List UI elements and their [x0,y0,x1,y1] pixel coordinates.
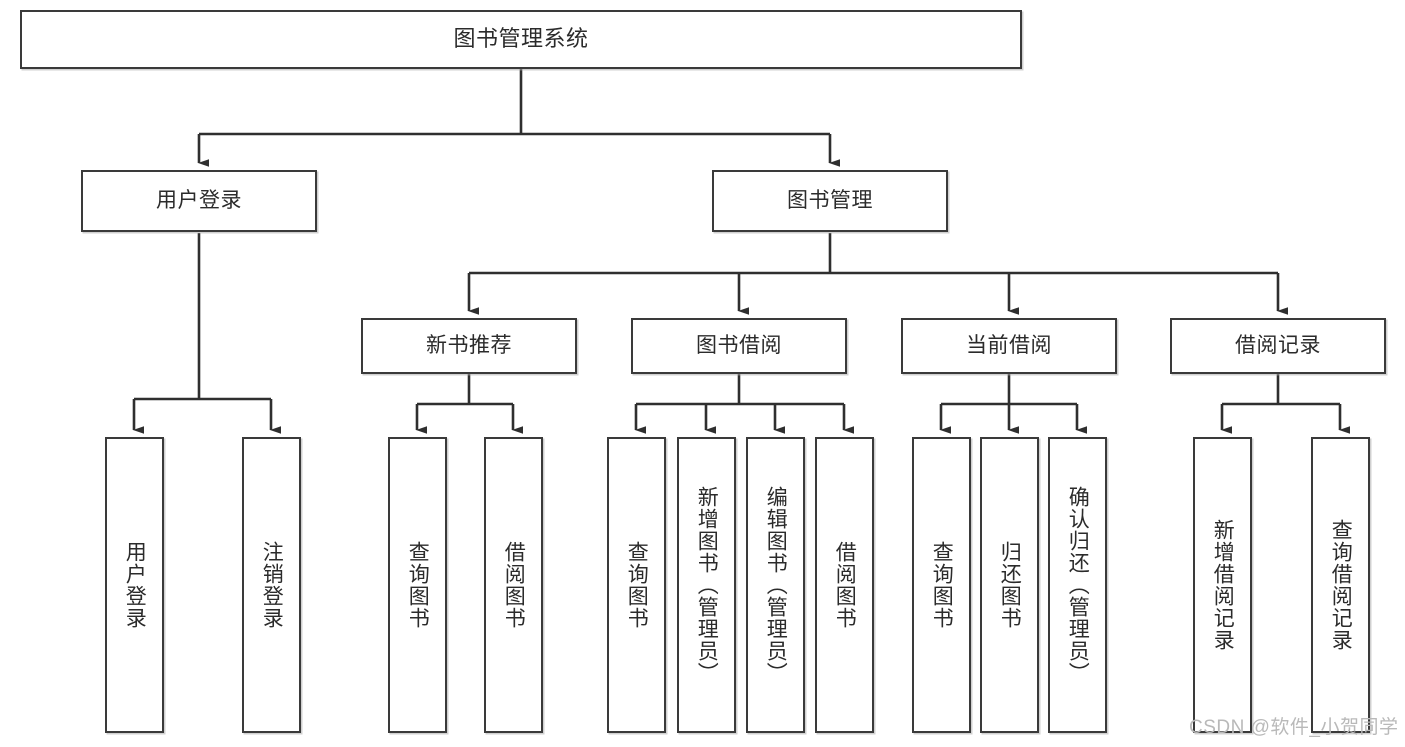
node-borrow-record[interactable]: 借阅记录 [1170,318,1386,374]
node-book-management[interactable]: 图书管理 [712,170,948,232]
node-label: 查询图书 [406,541,430,629]
leaf-user-login-logout[interactable]: 注销登录 [242,437,301,733]
node-new-book-recommend[interactable]: 新书推荐 [361,318,577,374]
node-label: 新增借阅记录 [1211,519,1235,651]
leaf-user-login-login[interactable]: 用户登录 [105,437,164,733]
node-label: 当前借阅 [966,334,1052,358]
node-root-system[interactable]: 图书管理系统 [20,10,1022,69]
node-label: 图书管理系统 [453,26,589,52]
node-user-login[interactable]: 用户登录 [81,170,317,232]
node-label: 用户登录 [123,541,147,629]
node-label: 编辑图书（管理员） [764,486,788,684]
node-label: 借阅图书 [833,541,857,629]
leaf-book-borrow-query-book[interactable]: 查询图书 [607,437,666,733]
leaf-new-book-query-book[interactable]: 查询图书 [388,437,447,733]
node-book-borrow[interactable]: 图书借阅 [631,318,847,374]
leaf-current-borrow-return-book[interactable]: 归还图书 [980,437,1039,733]
leaf-book-borrow-add-book[interactable]: 新增图书（管理员） [677,437,736,733]
node-label: 借阅图书 [502,541,526,629]
node-label: 查询借阅记录 [1329,519,1353,651]
watermark-text: CSDN @软件_小贺同学 [1189,717,1399,738]
node-label: 注销登录 [260,541,284,629]
node-label: 新书推荐 [426,334,512,358]
leaf-current-borrow-query-book[interactable]: 查询图书 [912,437,971,733]
node-label: 借阅记录 [1235,334,1321,358]
node-label: 用户登录 [156,189,242,213]
node-label: 图书管理 [787,189,873,213]
node-label: 图书借阅 [696,334,782,358]
node-current-borrow[interactable]: 当前借阅 [901,318,1117,374]
leaf-current-borrow-confirm-return[interactable]: 确认归还（管理员） [1048,437,1107,733]
leaf-borrow-record-query-record[interactable]: 查询借阅记录 [1311,437,1370,733]
leaf-borrow-record-add-record[interactable]: 新增借阅记录 [1193,437,1252,733]
leaf-new-book-borrow-book[interactable]: 借阅图书 [484,437,543,733]
leaf-book-borrow-edit-book[interactable]: 编辑图书（管理员） [746,437,805,733]
node-label: 新增图书（管理员） [695,486,719,684]
node-label: 归还图书 [998,541,1022,629]
node-label: 确认归还（管理员） [1066,486,1090,684]
leaf-book-borrow-borrow-book[interactable]: 借阅图书 [815,437,874,733]
node-label: 查询图书 [625,541,649,629]
node-label: 查询图书 [930,541,954,629]
